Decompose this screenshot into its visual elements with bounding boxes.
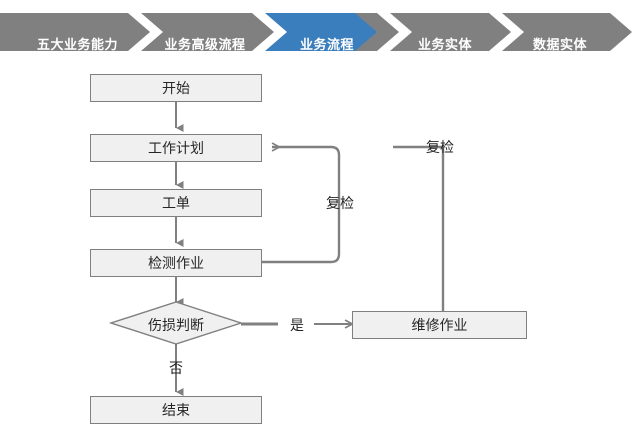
breadcrumb-separator-4 <box>489 13 524 51</box>
edge-label-recheck-inner: 复检 <box>326 195 354 211</box>
breadcrumb-item-3[interactable]: 业务实体 <box>417 37 472 52</box>
node-end[interactable]: 结束 <box>90 396 262 424</box>
edge-label-no: 否 <box>169 360 183 376</box>
breadcrumb-item-0[interactable]: 五大业务能力 <box>36 37 118 52</box>
node-inspection[interactable]: 检测作业 <box>90 249 262 277</box>
edge-label-yes: 是 <box>290 317 304 333</box>
node-decision-label[interactable]: 伤损判断 <box>148 317 204 333</box>
node-start[interactable]: 开始 <box>90 74 262 102</box>
breadcrumb-separator-1 <box>128 13 163 51</box>
breadcrumb: 五大业务能力 业务高级流程 业务流程 业务实体 数据实体 <box>0 13 634 52</box>
breadcrumb-segment-active <box>265 13 377 51</box>
breadcrumb-separator-3 <box>377 13 412 51</box>
breadcrumb-separator-2 <box>252 13 287 51</box>
node-repair[interactable]: 维修作业 <box>352 311 527 339</box>
node-work-order[interactable]: 工单 <box>90 189 262 217</box>
breadcrumb-item-1[interactable]: 业务高级流程 <box>164 37 246 52</box>
edge-label-recheck-outer: 复检 <box>426 139 454 155</box>
breadcrumb-item-2[interactable]: 业务流程 <box>299 37 354 52</box>
breadcrumb-item-4[interactable]: 数据实体 <box>532 37 587 52</box>
node-work-plan[interactable]: 工作计划 <box>90 134 262 162</box>
